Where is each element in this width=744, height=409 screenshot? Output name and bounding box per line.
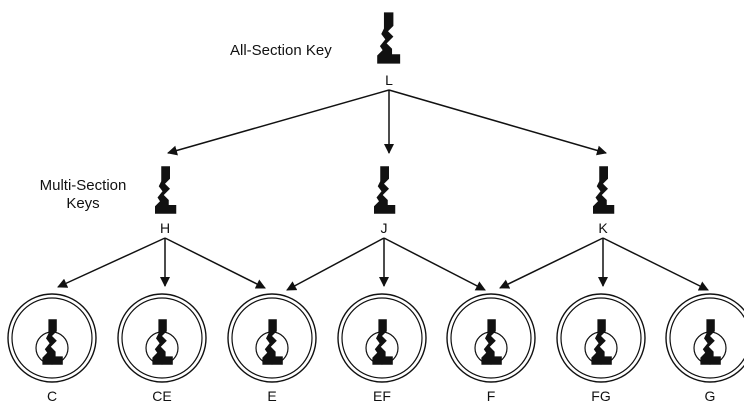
multi-key-label-j: J: [380, 220, 388, 236]
multi-section-keys-caption: Multi-Section Keys: [31, 177, 135, 213]
cylinder-f-icon: [446, 293, 536, 383]
multi-key-k-icon: [593, 166, 615, 214]
cylinder-fg-icon: [556, 293, 646, 383]
cylinders-layer: [7, 293, 744, 383]
arrow-l-to-k: [388, 89, 607, 156]
cylinder-label-ef: EF: [373, 388, 391, 404]
arrow-k-to-f: [499, 237, 604, 289]
cylinder-e-icon: [227, 293, 317, 383]
arrow-h-to-c: [57, 237, 166, 288]
all-section-key-caption: All-Section Key: [230, 42, 332, 59]
cylinder-label-c: C: [46, 388, 58, 404]
multi-key-label-k: K: [598, 220, 608, 236]
cylinder-label-e: E: [267, 388, 277, 404]
arrows-layer: [57, 89, 709, 291]
cylinder-ce-icon: [117, 293, 207, 383]
multi-key-h-icon: [155, 166, 177, 214]
multi-key-label-h: H: [159, 220, 171, 236]
cylinder-g-icon: [665, 293, 744, 383]
all-section-key-icon: [377, 12, 401, 64]
multi-key-j-icon: [374, 166, 396, 214]
multi-section-caption-line-2: Keys: [66, 195, 100, 212]
arrow-k-to-g: [602, 237, 709, 291]
top-key-label: L: [385, 72, 393, 88]
arrow-h-to-e: [164, 237, 266, 289]
keys-layer: [155, 12, 615, 214]
arrow-j-to-f: [383, 237, 486, 291]
arrow-j-to-e: [286, 237, 385, 291]
cylinder-label-f: F: [486, 388, 496, 404]
cylinder-ef-icon: [337, 293, 427, 383]
cylinder-label-fg: FG: [591, 388, 611, 404]
cylinder-c-icon: [7, 293, 97, 383]
cylinder-label-g: G: [704, 388, 716, 404]
multi-section-caption-line-1: Multi-Section: [39, 177, 127, 194]
cylinder-label-ce: CE: [152, 388, 172, 404]
arrow-l-to-h: [167, 89, 390, 156]
